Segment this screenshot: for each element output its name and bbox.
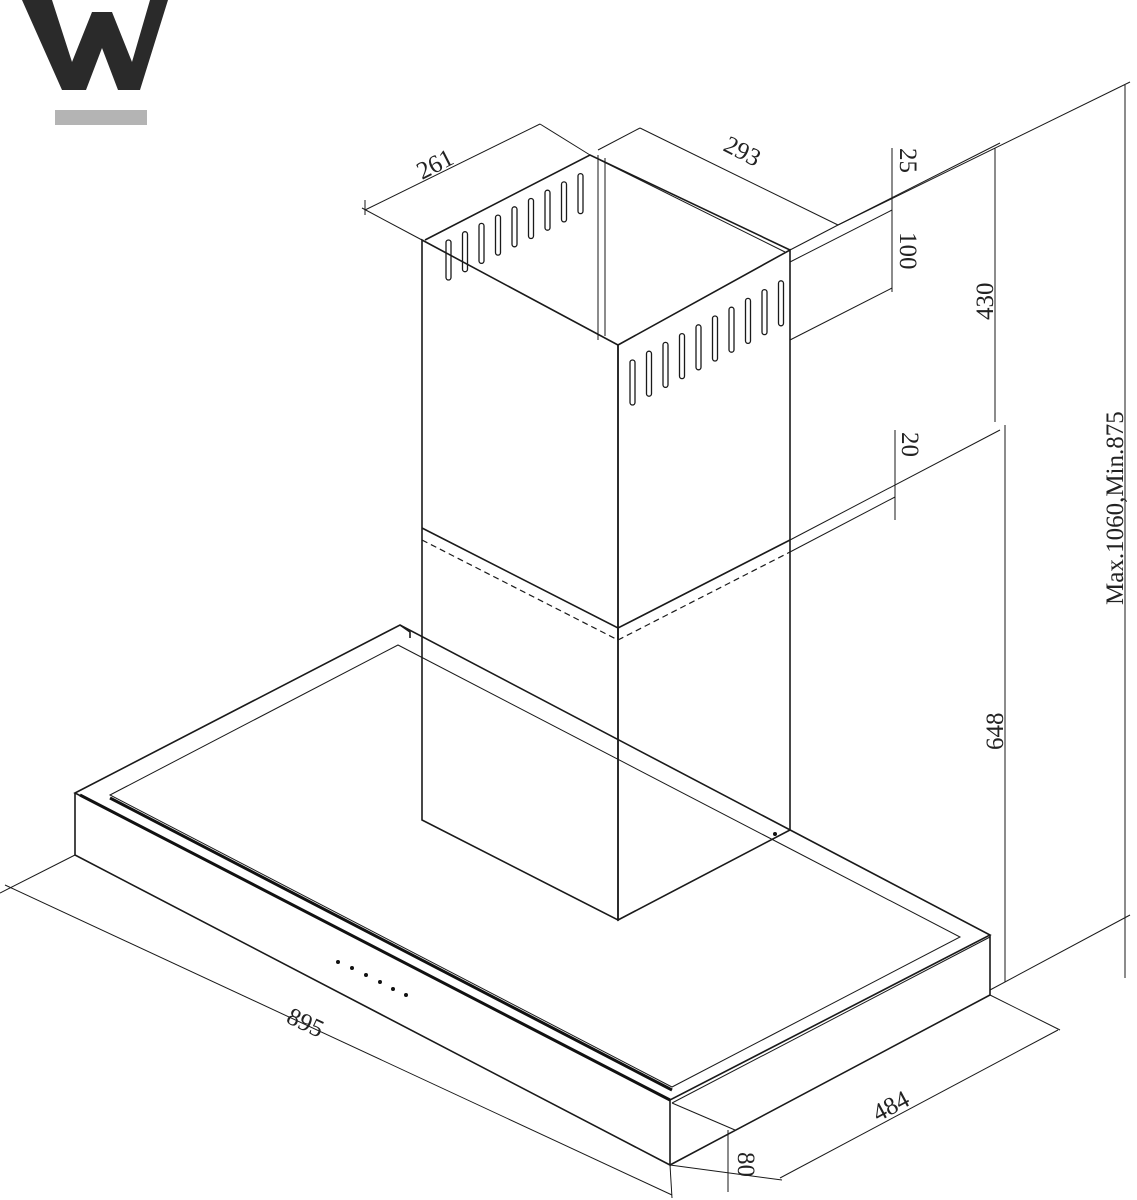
dim-bracket-height: 100 [894,232,921,270]
logo-w-mark [22,0,168,90]
vent-slot [777,280,785,327]
dim-top-gap: 25 [894,148,921,173]
vent-slot [711,315,719,362]
vent-slot [678,332,686,380]
control-buttons[interactable] [336,960,408,997]
dim-chimney-width: 293 [719,131,765,172]
vent-slot [461,231,469,273]
vent-slot [544,189,551,231]
chimney-left-face [421,238,619,922]
dim-chimney-depth: 261 [412,144,458,185]
vent-slots-left [445,172,584,281]
vent-slot [728,306,735,353]
vent-slot [761,288,768,336]
vent-slot [511,206,518,248]
vent-slot [478,222,485,265]
chimney-joint [421,527,791,629]
vent-slot [527,197,535,240]
canopy-inner-rim [108,644,962,1088]
dim-hood-thickness: 80 [732,1152,759,1177]
logo-bar [55,110,147,125]
vent-slot [695,324,702,371]
vent-slot [445,239,452,281]
dim-hood-width: 895 [282,1003,327,1043]
vent-slots-right [629,280,785,406]
dim-lower-height: 648 [982,713,1009,751]
dimension-lines [0,81,1131,1199]
vent-slot [629,359,636,406]
chimney-right-face [617,248,791,922]
dim-hood-depth: 484 [868,1086,914,1128]
canopy-front-face [74,793,671,1167]
canopy [73,624,992,1167]
vent-slot [645,350,653,397]
canopy-side-face [669,935,991,1166]
vent-slot [560,181,568,223]
chimney [421,154,791,922]
vent-slot [577,172,584,215]
vent-slot [494,214,502,256]
dim-overlap: 20 [896,432,923,457]
brand-logo [22,0,168,125]
dim-upper-chimney-height: 430 [972,283,999,321]
vent-slot [744,297,752,345]
dim-total-height: Max.1060,Min.875 [1102,411,1129,605]
vent-slot [662,341,669,389]
